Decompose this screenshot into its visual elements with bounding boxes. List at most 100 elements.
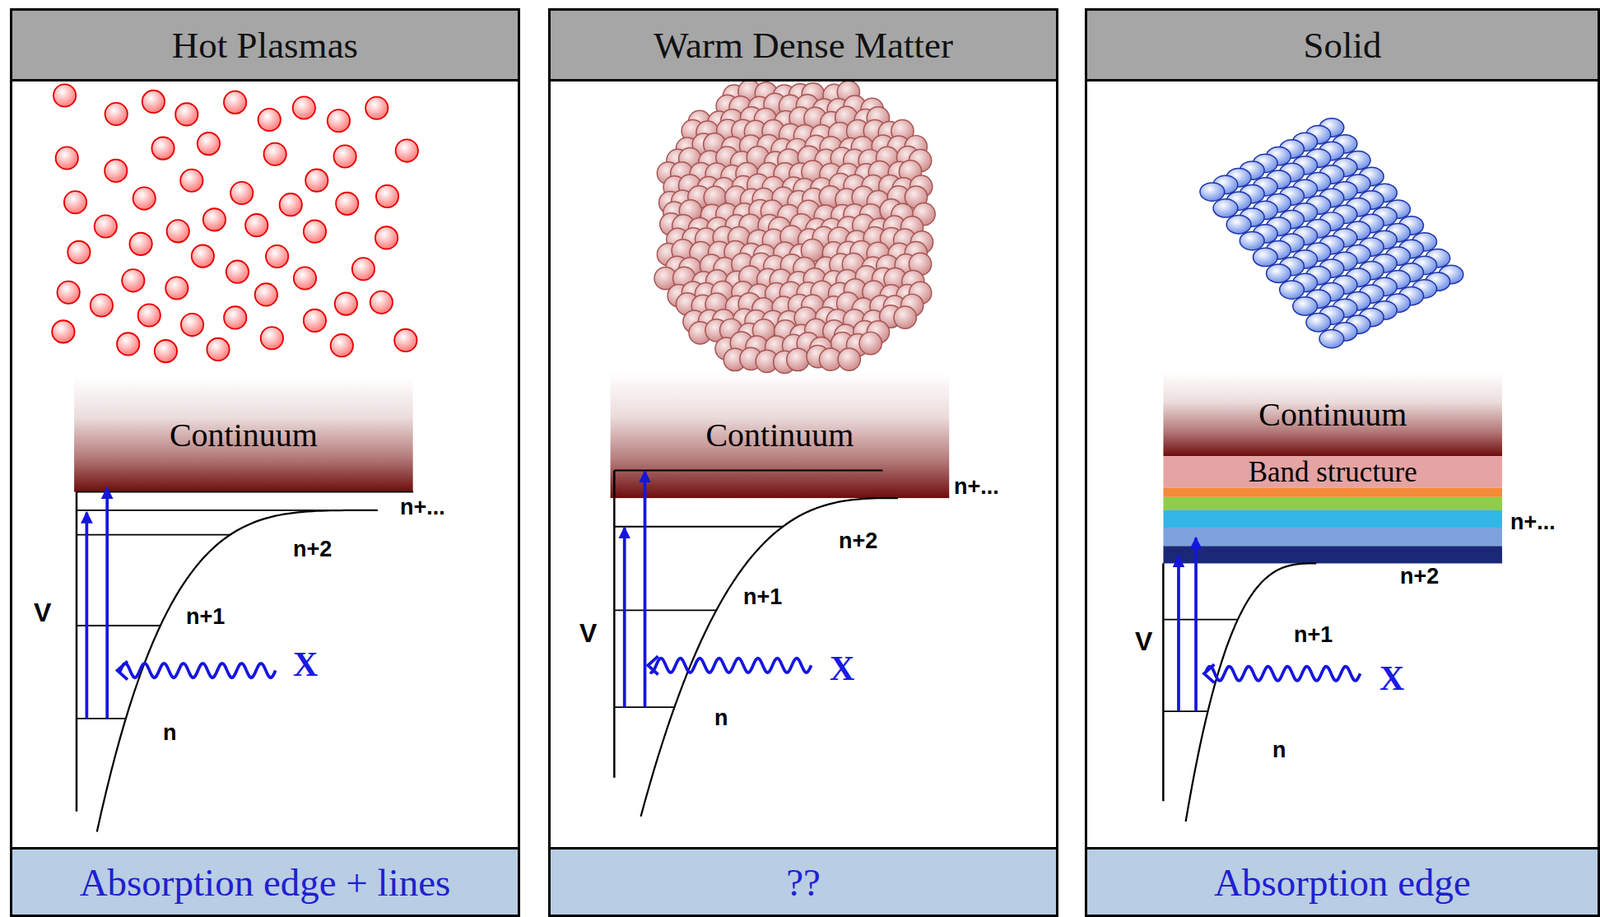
result-band: Absorption edge + lines (12, 846, 518, 915)
panel-title: Warm Dense Matter (550, 10, 1056, 82)
lattice-atom (1306, 313, 1331, 332)
plasma-ion (142, 90, 165, 113)
plasma-ion (334, 292, 358, 315)
plasma-ion (293, 266, 317, 289)
plasma-ion (116, 332, 140, 355)
lattice-atom (1200, 182, 1225, 201)
xray-photon (650, 658, 812, 673)
lattice-atom (1293, 297, 1318, 316)
potential-curve (641, 497, 898, 817)
plasma-ion (105, 102, 128, 126)
level-label: n+1 (186, 604, 225, 630)
plasma-ion (64, 190, 87, 214)
plasma-ion (191, 244, 214, 267)
plasma-ion (303, 309, 326, 332)
energy-level (76, 509, 378, 512)
plasma-ion (395, 139, 419, 162)
xray-label: X (293, 644, 318, 684)
level-label: n+... (400, 494, 446, 521)
energy-level (1162, 710, 1208, 712)
transition-arrow (105, 488, 109, 719)
plasma-ion (223, 306, 247, 329)
box-label: Continuum (1258, 395, 1407, 434)
energy-level (613, 469, 883, 472)
dense-ion (786, 348, 810, 371)
level-label: n+2 (838, 528, 878, 554)
level-label: n+1 (1293, 622, 1333, 648)
xray-arrowhead (117, 660, 128, 680)
plasma-ion (370, 291, 393, 314)
regime-panel: Hot PlasmasContinuumAbsorption edge + li… (9, 8, 521, 917)
xray-arrowhead (647, 655, 658, 675)
energy-level (613, 525, 783, 528)
plasma-ion (104, 159, 127, 182)
energy-level (76, 491, 414, 494)
band-stripe (1162, 488, 1503, 498)
plasma-ion (330, 334, 354, 357)
panel-title: Solid (1087, 10, 1598, 82)
level-label: n (162, 720, 177, 746)
box-label: Continuum (169, 415, 318, 455)
plasma-ion (138, 303, 161, 326)
plasma-ion (293, 96, 316, 119)
lattice-atom (1319, 329, 1345, 348)
transition-arrow (85, 511, 89, 718)
continuum-fill (610, 372, 950, 498)
plasma-ion (94, 214, 117, 238)
box-label: Absorption edge + lines (79, 860, 452, 905)
plasma-ion (151, 136, 174, 159)
plasma-ion (53, 83, 76, 107)
energy-level (76, 624, 161, 627)
plasma-ion (376, 185, 399, 208)
level-label: n+... (1510, 509, 1556, 535)
lattice-atom (1279, 280, 1305, 299)
xray-photon (1205, 666, 1360, 681)
band-structure-bar: Band structure (1162, 455, 1503, 488)
plasma-ion (51, 320, 75, 343)
plasma-ion (226, 260, 249, 284)
plasma-ion (394, 329, 417, 352)
plasma-ion (167, 219, 190, 242)
potential-curve (97, 510, 378, 833)
plasma-ion (352, 257, 375, 280)
xray-arrowhead (1204, 664, 1214, 683)
band-stripe (1162, 497, 1503, 511)
lattice-atom (1239, 231, 1265, 250)
result-band: ?? (550, 846, 1056, 915)
plasma-ion (67, 241, 90, 264)
continuum-fill (74, 377, 414, 493)
level-label: n (714, 705, 729, 731)
plasma-ion (175, 102, 198, 126)
panel-title: Hot Plasmas (12, 10, 518, 82)
plasma-ion (129, 232, 152, 256)
level-label: n+2 (293, 536, 332, 563)
plasma-ion (197, 132, 220, 155)
box-label: Continuum (705, 415, 854, 455)
transition-arrow (623, 527, 627, 707)
plasma-ion (154, 339, 177, 363)
plasma-ion (180, 169, 203, 192)
box-label: ?? (786, 860, 821, 905)
dense-ion (893, 306, 917, 329)
continuum-fill (1162, 372, 1503, 457)
dense-ion (837, 348, 861, 371)
box-label: Band structure (1248, 457, 1418, 487)
potential-label: V (33, 597, 52, 628)
xray-photon (119, 663, 276, 678)
plasma-ion (265, 245, 289, 268)
continuum-box: Continuum (74, 377, 414, 493)
energy-level (76, 534, 231, 536)
plasma-ion (55, 146, 79, 169)
band-fill (1162, 455, 1503, 488)
band-stripe (1162, 545, 1503, 563)
box-label: Absorption edge (1213, 860, 1471, 905)
plasma-ion (327, 109, 350, 132)
lattice-atom (1252, 247, 1278, 266)
transition-arrow (1194, 537, 1198, 712)
plasma-ion (260, 326, 284, 349)
lattice-atom (1213, 199, 1238, 218)
plasma-ion (133, 186, 156, 210)
plasma-ion (303, 220, 326, 243)
energy-level (1162, 618, 1238, 621)
continuum-box: Continuum (610, 372, 950, 498)
